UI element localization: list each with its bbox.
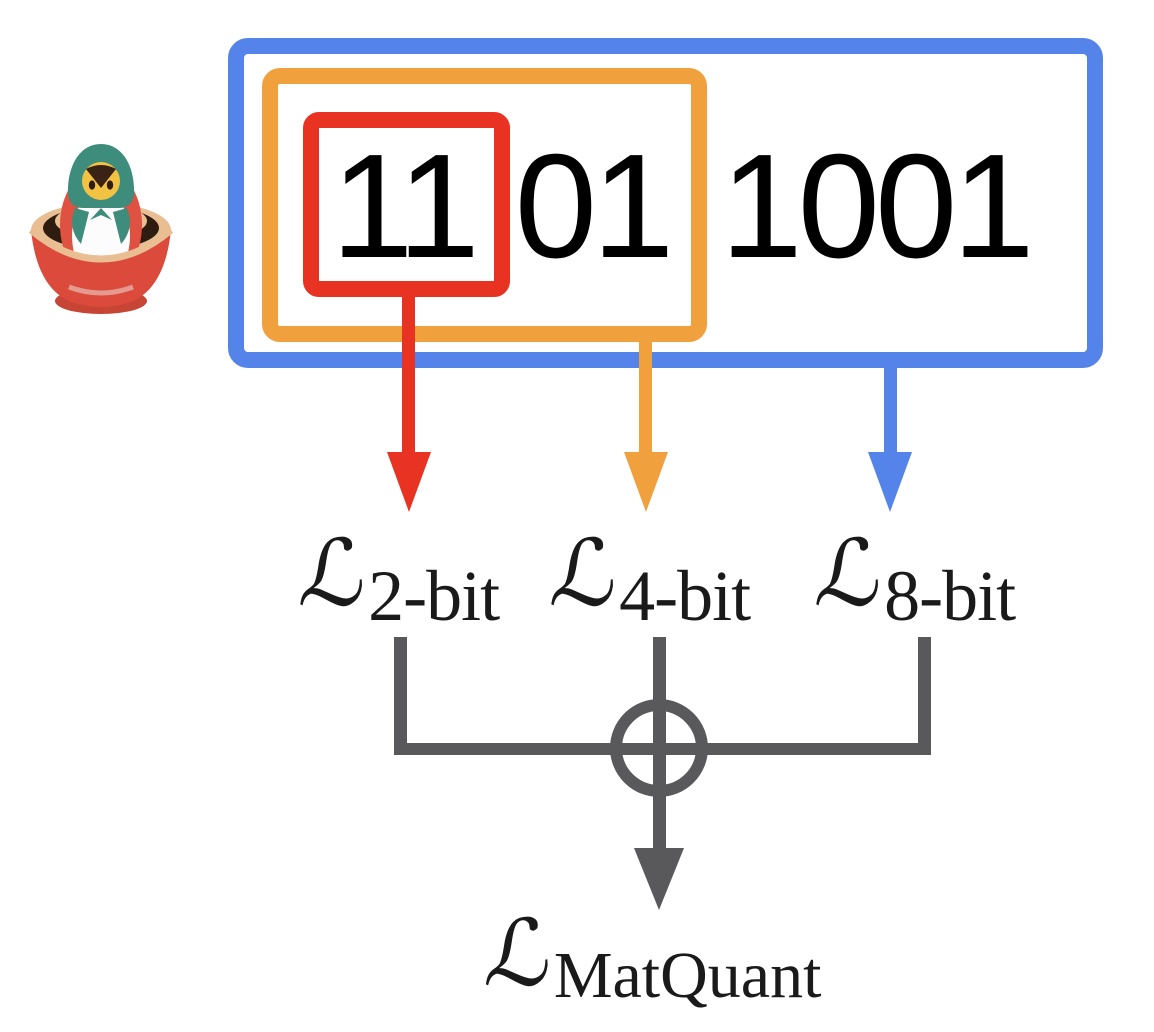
bits-group-2bit: 11 xyxy=(331,124,480,289)
script-l-symbol: ℒ xyxy=(480,900,560,1007)
bits-group-8bit: 1001 xyxy=(720,124,1034,289)
gray-arrow-head-icon xyxy=(634,848,684,910)
inner-2bit-box xyxy=(303,112,510,297)
red-arrow-stem xyxy=(402,292,415,456)
final-loss-label: ℒMatQuant xyxy=(480,900,821,1009)
orange-arrow-stem xyxy=(639,338,652,456)
script-l-symbol: ℒ xyxy=(545,520,625,627)
red-arrow-head-icon xyxy=(387,452,431,512)
bracket-right-line xyxy=(918,637,931,755)
loss-subscript: 2-bit xyxy=(368,556,500,636)
loss-label-2bit: ℒ2-bit xyxy=(294,520,500,632)
blue-arrow-head-icon xyxy=(868,452,912,512)
loss-label-4bit: ℒ4-bit xyxy=(545,520,751,632)
bits-group-4bit: 01 xyxy=(514,124,675,289)
matryoshka-doll-icon xyxy=(28,144,174,314)
loss-label-8bit: ℒ8-bit xyxy=(810,520,1016,632)
middle-4bit-box xyxy=(262,68,707,342)
script-l-symbol: ℒ xyxy=(294,520,374,627)
bracket-left-line xyxy=(394,637,407,755)
circled-plus-operator-icon xyxy=(610,699,708,797)
orange-arrow-head-icon xyxy=(624,452,668,512)
loss-subscript: 4-bit xyxy=(619,556,751,636)
loss-subscript: 8-bit xyxy=(884,556,1016,636)
loss-subscript: MatQuant xyxy=(553,939,822,1012)
script-l-symbol: ℒ xyxy=(810,520,890,627)
blue-arrow-stem xyxy=(884,361,897,456)
